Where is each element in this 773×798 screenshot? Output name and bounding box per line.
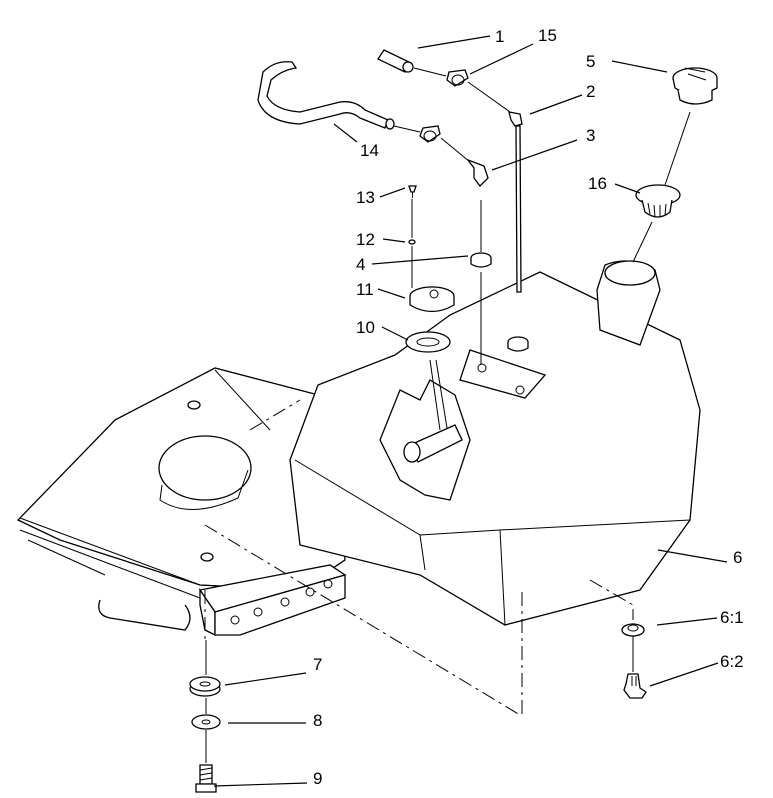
callout-4: 4 (356, 255, 365, 274)
callout-7: 7 (313, 655, 322, 674)
callout-13: 13 (356, 188, 375, 207)
frame-plate (16, 367, 346, 601)
callout-labels: 1 15 2 3 5 16 14 13 12 4 11 10 6 6:1 6:2… (313, 26, 744, 788)
callout-12: 12 (356, 230, 375, 249)
callout-11: 11 (356, 280, 374, 299)
bushing-6-1 (621, 623, 645, 637)
alignment-lines (204, 399, 634, 716)
callout-14: 14 (360, 141, 379, 160)
frame-bracket (98, 564, 347, 637)
fuel-sender-11 (409, 286, 455, 313)
gasket-10 (405, 331, 451, 353)
lock-washer-12 (408, 239, 416, 245)
bolt-9 (195, 764, 217, 793)
callout-2: 2 (586, 82, 595, 101)
hose-14 (257, 61, 395, 130)
tube-2 (515, 125, 522, 293)
callout-6-2: 6:2 (720, 652, 744, 671)
valve-6-2 (623, 673, 647, 699)
filter-16 (635, 184, 681, 218)
fuel-cap-5 (672, 67, 718, 105)
callout-6-1: 6:1 (720, 608, 744, 627)
screw-13 (408, 185, 417, 198)
clamp-14 (419, 125, 441, 143)
hose-1 (377, 49, 414, 73)
callout-3: 3 (586, 126, 595, 145)
clamp-15 (446, 69, 469, 87)
elbow-fitting-3 (466, 158, 489, 187)
callout-16: 16 (588, 174, 607, 193)
callout-5: 5 (586, 52, 595, 71)
callout-15: 15 (538, 26, 557, 45)
grommet-4 (470, 252, 529, 352)
grommet-7 (189, 676, 221, 697)
washer-8 (191, 714, 221, 730)
callout-8: 8 (313, 711, 322, 730)
elbow-fitting-2 (508, 111, 523, 127)
fuel-tank (289, 260, 701, 626)
callout-10: 10 (356, 318, 375, 337)
callout-9: 9 (313, 769, 322, 788)
leader-lines (213, 35, 728, 787)
callout-6: 6 (733, 548, 742, 567)
callout-1: 1 (495, 27, 504, 46)
